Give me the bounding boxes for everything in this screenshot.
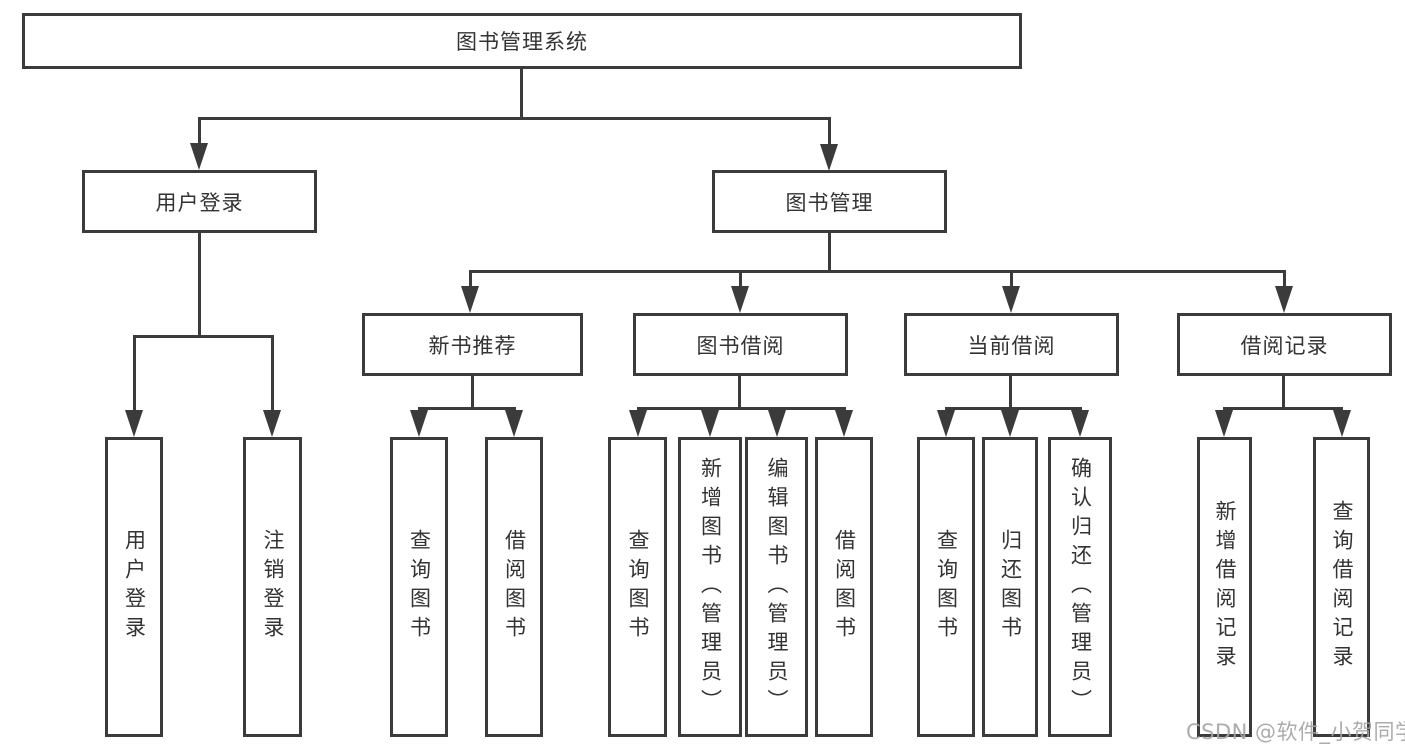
node-query-book-borrowing: 查询图书 xyxy=(608,437,667,737)
arrowhead-icon xyxy=(505,410,523,437)
connector-line xyxy=(133,335,274,338)
node-query-book-current: 查询图书 xyxy=(917,437,975,737)
node-label: 查询借阅记录 xyxy=(1330,500,1354,674)
arrowhead-icon xyxy=(937,410,955,437)
node-label: 新增借阅记录 xyxy=(1213,500,1237,674)
connector-line xyxy=(1282,376,1285,410)
node-label: 查询图书 xyxy=(626,529,650,645)
connector-line xyxy=(133,335,136,412)
node-label: 查询图书 xyxy=(934,529,959,645)
arrowhead-icon xyxy=(125,410,143,437)
node-book-borrowing: 图书借阅 xyxy=(633,313,848,376)
node-label: 查询图书 xyxy=(407,529,432,645)
node-label: 借阅图书 xyxy=(502,529,527,645)
arrowhead-icon xyxy=(1071,410,1089,437)
connector-line xyxy=(1009,376,1012,410)
node-query-book-recommend: 查询图书 xyxy=(390,437,448,737)
node-label: 用户登录 xyxy=(155,190,244,215)
node-new-book-recommend: 新书推荐 xyxy=(362,313,583,376)
connector-line xyxy=(271,335,274,412)
arrowhead-icon xyxy=(1275,286,1293,313)
node-label: 当前借阅 xyxy=(967,333,1056,358)
connector-line xyxy=(739,270,742,288)
arrowhead-icon xyxy=(701,410,719,437)
connector-line xyxy=(471,376,474,410)
arrowhead-icon xyxy=(629,410,647,437)
connector-line xyxy=(1223,407,1343,410)
node-label: 图书借阅 xyxy=(696,333,785,358)
node-add-borrow-record: 新增借阅记录 xyxy=(1197,437,1252,737)
node-library-management-system: 图书管理系统 xyxy=(22,13,1022,69)
arrowhead-icon xyxy=(768,410,786,437)
connector-line xyxy=(828,117,831,146)
arrowhead-icon xyxy=(731,286,749,313)
connector-line xyxy=(1010,270,1013,288)
arrowhead-icon xyxy=(410,410,428,437)
node-current-borrowing: 当前借阅 xyxy=(904,313,1119,376)
node-logout: 注销登录 xyxy=(243,437,302,737)
connector-line xyxy=(945,407,1082,410)
arrowhead-icon xyxy=(820,144,838,171)
connector-line xyxy=(828,233,831,273)
arrowhead-icon xyxy=(835,410,853,437)
node-label: 归还图书 xyxy=(998,529,1023,645)
arrowhead-icon xyxy=(263,410,281,437)
node-user-login: 用户登录 xyxy=(82,170,317,233)
arrowhead-icon xyxy=(461,286,479,313)
connector-line xyxy=(198,117,830,120)
csdn-watermark: CSDN @软件_小贺同学 xyxy=(1186,720,1405,744)
node-return-book: 归还图书 xyxy=(982,437,1038,737)
node-borrow-book: 借阅图书 xyxy=(815,437,873,737)
node-label: 图书管理 xyxy=(785,190,874,215)
node-label: 编辑图书（管理员） xyxy=(765,456,789,718)
arrowhead-icon xyxy=(190,143,208,170)
connector-line xyxy=(198,233,201,338)
node-label: 新增图书（管理员） xyxy=(698,456,723,718)
node-label: 用户登录 xyxy=(122,529,147,645)
connector-line xyxy=(418,407,516,410)
arrowhead-icon xyxy=(1215,410,1233,437)
node-label: 图书管理系统 xyxy=(456,30,588,54)
node-query-borrow-record: 查询借阅记录 xyxy=(1313,437,1370,737)
node-confirm-return-admin: 确认归还（管理员） xyxy=(1048,437,1112,737)
connector-line xyxy=(520,69,523,119)
node-edit-book-admin: 编辑图书（管理员） xyxy=(745,437,808,737)
node-borrow-records: 借阅记录 xyxy=(1177,313,1392,376)
arrowhead-icon xyxy=(1001,410,1019,437)
connector-line xyxy=(469,270,1286,273)
node-user-login-leaf: 用户登录 xyxy=(105,437,163,737)
connector-line xyxy=(198,117,201,146)
node-label: 借阅记录 xyxy=(1240,333,1329,358)
node-label: 确认归还（管理员） xyxy=(1068,456,1093,718)
node-label: 借阅图书 xyxy=(832,529,857,645)
connector-line xyxy=(1283,270,1286,288)
connector-line xyxy=(738,376,741,410)
node-label: 注销登录 xyxy=(261,529,285,645)
node-add-book-admin: 新增图书（管理员） xyxy=(678,437,742,737)
node-label: 新书推荐 xyxy=(428,333,517,358)
connector-line xyxy=(469,270,472,288)
node-borrow-book-recommend: 借阅图书 xyxy=(485,437,543,737)
arrowhead-icon xyxy=(1002,286,1020,313)
node-book-management: 图书管理 xyxy=(712,170,947,233)
connector-line xyxy=(637,407,846,410)
arrowhead-icon xyxy=(1333,410,1351,437)
